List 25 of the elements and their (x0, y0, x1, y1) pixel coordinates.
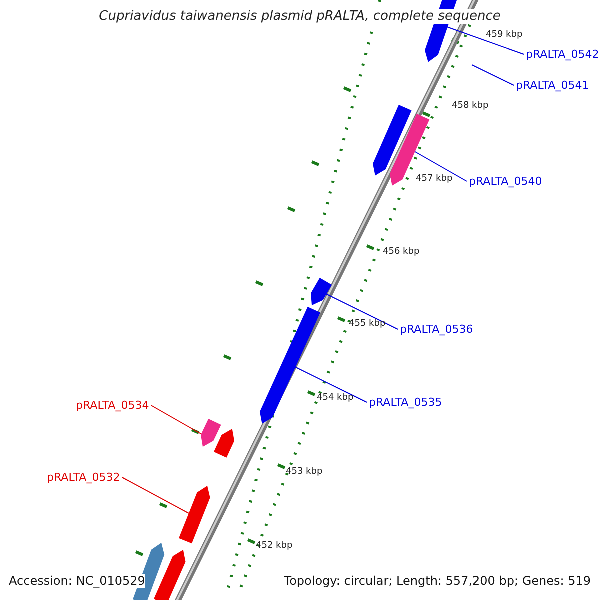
gene-label: pRALTA_0542 (526, 48, 600, 61)
tick-label: 454 kbp (317, 393, 354, 403)
gene-label: pRALTA_0534 (76, 399, 150, 412)
gene-label: pRALTA_0532 (47, 471, 120, 484)
leader-line (122, 477, 190, 514)
gene-label: pRALTA_0541 (516, 79, 590, 92)
tick-label: 455 kbp (349, 319, 386, 329)
tick-label: 453 kbp (286, 467, 323, 477)
leader-line (414, 151, 468, 182)
tick-label: 457 kbp (416, 174, 453, 184)
leader-line (446, 26, 524, 55)
gene-label: pRALTA_0540 (469, 175, 542, 188)
footer-note: Accession: NC_010529 (9, 574, 146, 588)
tick-label: 452 kbp (256, 541, 293, 551)
tick-label: 459 kbp (486, 30, 523, 40)
leader-line (294, 366, 368, 403)
tick-label: 456 kbp (383, 247, 420, 257)
leader-line (472, 64, 514, 86)
gene-label: pRALTA_0535 (369, 396, 442, 409)
map-title: Cupriavidus taiwanensis plasmid pRALTA, complete sequence (99, 9, 501, 24)
footer-note: Topology: circular; Length: 557,200 bp; Genes: 519 (284, 574, 591, 588)
leader-line (150, 405, 202, 435)
gene-label: pRALTA_0536 (400, 323, 474, 336)
tick-label: 458 kbp (452, 101, 489, 111)
leader-line (326, 294, 398, 330)
